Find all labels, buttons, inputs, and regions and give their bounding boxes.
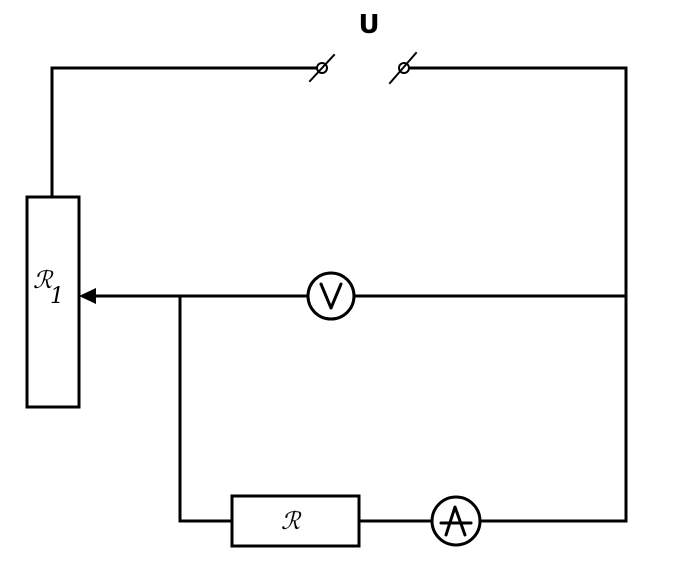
resistor-body [230,494,361,548]
ammeter-circle [430,495,482,547]
rheostat-body [25,195,81,409]
resistor: ℛ [230,494,361,548]
resistor-label: ℛ [281,507,302,535]
rheostat-subscript: 1 [50,284,64,309]
wire-top-left [50,66,324,199]
rheostat-label: ℛ [33,266,54,294]
supply-terminal-left [308,53,336,83]
voltmeter-v-icon [319,282,343,310]
ammeter-a-icon [444,505,467,537]
supply-voltage-label: U [358,10,379,40]
ammeter [430,495,482,547]
wires [50,66,628,523]
rheostat: ℛ 1 [25,195,81,409]
voltmeter-circle [306,271,356,321]
wire-branch-to-resistor [178,294,234,523]
wire-top-right [402,66,628,523]
slider-arrow-icon [79,288,96,304]
voltmeter [306,271,356,321]
supply-terminal-right [388,51,418,85]
